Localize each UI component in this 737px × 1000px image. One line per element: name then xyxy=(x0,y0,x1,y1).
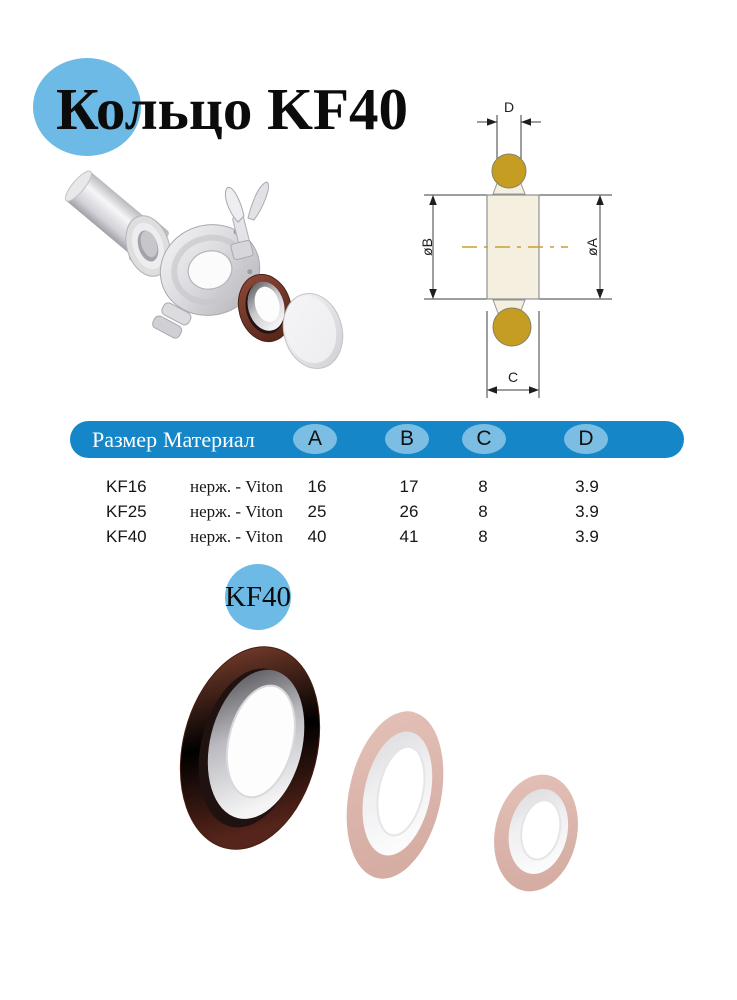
header-dim-a: A xyxy=(293,424,337,454)
table-row: KF16 нерж. - Viton 16 17 8 3.9 xyxy=(0,476,737,498)
dim-d-cell: 3.9 xyxy=(575,527,599,546)
dim-d-cell: 3.9 xyxy=(575,477,599,496)
dim-d-cell: 3.9 xyxy=(575,502,599,521)
kf25-ring-render xyxy=(346,711,444,879)
header-material: Материал xyxy=(163,427,255,452)
dim-label-d: D xyxy=(504,99,514,115)
kf40-ring-render xyxy=(179,646,321,850)
header-size: Размер xyxy=(92,427,158,452)
page-title: Кольцо KF40 xyxy=(56,76,409,142)
clamp-render xyxy=(152,181,269,339)
o-ring-section-top xyxy=(491,153,527,189)
dim-c-cell: 8 xyxy=(478,527,488,546)
dim-label-a: øA xyxy=(584,237,600,256)
table-header-bar: Размер Материал A B C D xyxy=(70,421,684,458)
material-cell: нерж. - Viton xyxy=(190,477,284,496)
centering-ring-render xyxy=(237,273,293,343)
size-cell: KF16 xyxy=(106,477,147,496)
hinge-lugs xyxy=(152,302,192,339)
header-dim-d: D xyxy=(564,424,608,454)
dim-b-cell: 41 xyxy=(399,527,419,546)
dim-label-c: C xyxy=(508,369,518,385)
pipe-render xyxy=(64,170,171,277)
dim-a-cell: 25 xyxy=(307,502,327,521)
wing-nut xyxy=(224,181,269,261)
kf-flange xyxy=(125,215,171,277)
dim-b-cell: 26 xyxy=(399,502,419,521)
dim-label-b: øB xyxy=(420,238,435,256)
size-cell: KF40 xyxy=(106,527,147,546)
dim-a-cell: 40 xyxy=(307,527,327,546)
kf16-ring-render xyxy=(494,774,578,892)
title-accent-circle xyxy=(33,58,141,156)
dim-b-cell: 17 xyxy=(399,477,419,496)
centering-rings-render xyxy=(179,646,578,892)
size-cell: KF25 xyxy=(106,502,147,521)
table-row: KF25 нерж. - Viton 25 26 8 3.9 xyxy=(0,501,737,523)
dim-a-cell: 16 xyxy=(307,477,327,496)
o-ring-section-bottom xyxy=(492,307,532,347)
dimension-arrows xyxy=(429,118,604,394)
header-dim-b: B xyxy=(385,424,429,454)
dim-c-cell: 8 xyxy=(478,502,488,521)
ring-cross-section xyxy=(462,153,568,347)
material-cell: нерж. - Viton xyxy=(190,527,284,546)
material-cell: нерж. - Viton xyxy=(190,502,284,521)
table-row: KF40 нерж. - Viton 40 41 8 3.9 xyxy=(0,526,737,548)
blank-cap-render xyxy=(282,293,344,369)
kf-assembly-render xyxy=(64,170,344,369)
header-dim-c: C xyxy=(462,424,506,454)
kf40-badge-label: KF40 xyxy=(224,580,292,613)
dim-c-cell: 8 xyxy=(478,477,488,496)
dimension-diagram: D øB øA C xyxy=(420,99,612,398)
kf40-badge: KF40 xyxy=(225,564,291,630)
